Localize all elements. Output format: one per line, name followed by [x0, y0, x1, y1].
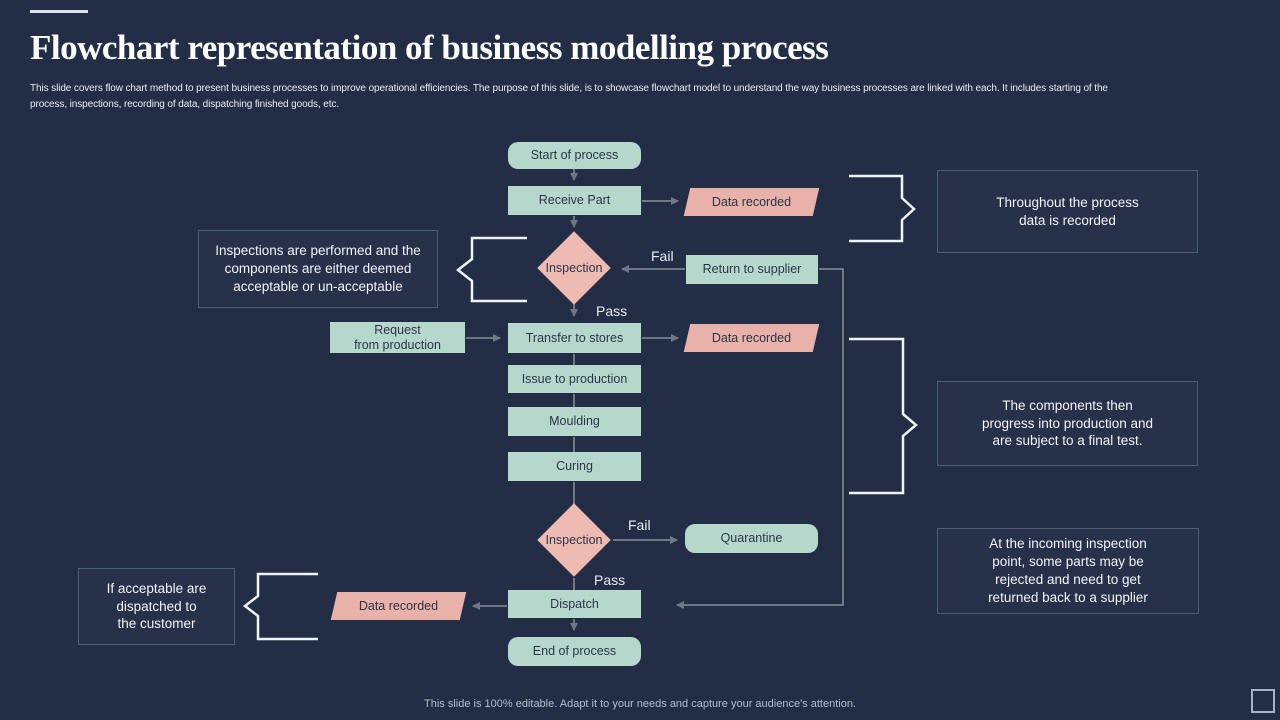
- flow-node-request-from-production-label: Request from production: [354, 323, 441, 352]
- flow-node-curing-label: Curing: [556, 459, 593, 474]
- flow-node-data-recorded-3: Data recorded: [330, 592, 467, 620]
- slide-description: This slide covers flow chart method to p…: [30, 83, 1108, 110]
- flow-node-end-label: End of process: [532, 644, 617, 659]
- flow-node-quarantine: Quarantine: [685, 524, 818, 553]
- footer-note: This slide is 100% editable. Adapt it to…: [424, 698, 856, 710]
- flow-node-data-recorded-1-label: Data recorded: [711, 194, 792, 209]
- page-title: Flowchart representation of business mod…: [30, 28, 829, 67]
- arrow-return-loop-to-dispatch: [676, 268, 844, 609]
- flow-node-data-recorded-2: Data recorded: [683, 324, 820, 352]
- flow-node-start-label: Start of process: [530, 148, 619, 163]
- brace-mid-right: [849, 337, 918, 495]
- flow-node-return-to-supplier-label: Return to supplier: [702, 262, 802, 277]
- flow-node-transfer-to-stores-label: Transfer to stores: [525, 330, 624, 345]
- brace-left: [455, 236, 527, 303]
- flow-node-receive-part: Receive Part: [508, 186, 641, 215]
- flow-node-inspection-1-label: Inspection: [545, 261, 603, 275]
- flow-node-inspection-2-label: Inspection: [545, 533, 603, 547]
- annotation-bottom-left-text: If acceptable are dispatched to the cust…: [106, 580, 207, 632]
- brace-bottom-left: [242, 572, 318, 641]
- annotation-top-right-text: Throughout the process data is recorded: [996, 194, 1139, 228]
- flow-node-moulding-label: Moulding: [549, 414, 600, 429]
- flow-node-start: Start of process: [508, 142, 641, 169]
- pass-label-2: Pass: [594, 572, 626, 588]
- annotation-bottom-left: If acceptable are dispatched to the cust…: [78, 568, 235, 645]
- corner-bar-decoration: [30, 10, 88, 13]
- flow-node-data-recorded-1: Data recorded: [683, 188, 820, 216]
- brace-top-right: [849, 174, 916, 243]
- annotation-left-text: Inspections are performed and the compon…: [215, 243, 421, 294]
- flow-node-inspection-2: Inspection: [537, 503, 611, 577]
- annotation-mid-right: The components then progress into produc…: [937, 381, 1198, 466]
- flow-node-dispatch-label: Dispatch: [550, 596, 599, 611]
- annotation-top-right: Throughout the process data is recorded: [937, 170, 1198, 253]
- flow-node-receive-part-label: Receive Part: [538, 193, 611, 208]
- flow-node-return-to-supplier: Return to supplier: [686, 255, 818, 284]
- flow-node-issue-to-production: Issue to production: [508, 365, 641, 393]
- flow-node-curing: Curing: [508, 452, 641, 481]
- flow-node-issue-to-production-label: Issue to production: [521, 371, 628, 386]
- fail-label-2: Fail: [628, 517, 651, 533]
- flow-node-data-recorded-3-label: Data recorded: [358, 598, 439, 613]
- pass-label-1: Pass: [596, 303, 628, 319]
- corner-square-decoration: [1251, 689, 1275, 713]
- flow-node-quarantine-label: Quarantine: [720, 531, 783, 546]
- fail-label-1: Fail: [651, 248, 674, 264]
- annotation-mid-right-text: The components then progress into produc…: [981, 397, 1154, 449]
- annotation-left: Inspections are performed and the compon…: [198, 230, 438, 308]
- flow-node-end: End of process: [508, 637, 641, 666]
- flow-node-data-recorded-2-label: Data recorded: [711, 330, 792, 345]
- flow-node-dispatch: Dispatch: [508, 590, 641, 618]
- annotation-bottom-right: At the incoming inspection point, some p…: [937, 528, 1199, 614]
- flow-node-transfer-to-stores: Transfer to stores: [508, 323, 641, 353]
- annotation-bottom-right-text: At the incoming inspection point, some p…: [988, 536, 1148, 605]
- flow-node-inspection-1: Inspection: [537, 231, 611, 305]
- flow-node-moulding: Moulding: [508, 407, 641, 436]
- flow-node-request-from-production: Request from production: [330, 322, 465, 353]
